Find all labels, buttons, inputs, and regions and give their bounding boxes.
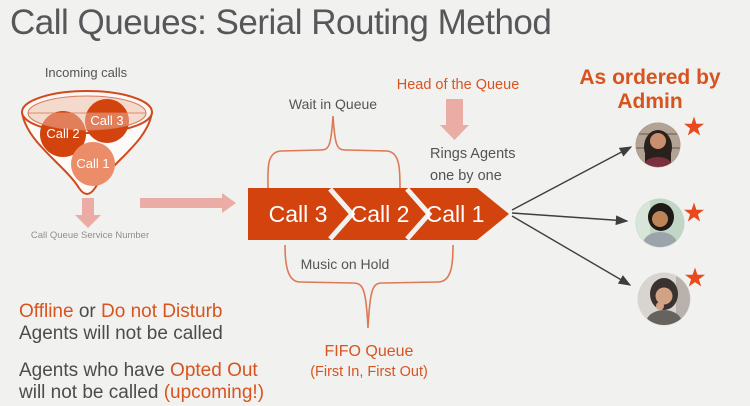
fifo-queue-subtitle: (First In, First Out) <box>310 364 428 380</box>
star-icon <box>685 267 705 287</box>
note-highlight: (upcoming!) <box>163 381 265 403</box>
call-queue-service-number-label: Call Queue Service Number <box>30 230 150 241</box>
music-on-hold-label: Music on Hold <box>300 256 390 272</box>
funnel-inner-ellipse-overlay <box>27 112 147 131</box>
note-line: Agents who have Opted Out <box>19 360 264 382</box>
call-2-ball <box>40 111 86 157</box>
call-2-ball-label: Call 2 <box>46 126 79 141</box>
funnel-down-arrow-icon <box>75 198 101 228</box>
note-text: Agents who have <box>19 360 171 381</box>
wait-in-queue-label: Wait in Queue <box>288 96 378 112</box>
page-title: Call Queues: Serial Routing Method <box>10 3 552 42</box>
queue-segment-call-1: Call 1 <box>426 201 485 227</box>
music-on-hold-brace <box>284 244 454 329</box>
chevron-separator-icon <box>328 187 356 241</box>
note-highlight: Offline <box>19 301 74 322</box>
note-line: Agents will not be called <box>19 323 264 345</box>
incoming-calls-funnel: Call 2 Call 3 Call 1 <box>21 90 153 195</box>
queue-segment-call-3: Call 3 <box>269 201 328 227</box>
rings-agents-line1: Rings Agents <box>430 146 516 162</box>
agent-1-avatar <box>635 122 681 168</box>
wait-in-queue-brace <box>267 115 401 189</box>
agent-3-avatar <box>637 272 691 326</box>
rings-agents-label: Rings Agents one by one <box>430 143 515 187</box>
note-highlight: Do not Disturb <box>101 301 223 322</box>
star-icon <box>684 202 704 222</box>
queue-bar-shape <box>248 188 509 240</box>
star-icon <box>684 116 704 136</box>
ring-arrow-agent-3 <box>511 215 632 286</box>
note-line: will not be called (upcoming!) <box>19 382 264 404</box>
ring-arrow-agent-1 <box>511 146 633 211</box>
queue-segment-call-2: Call 2 <box>351 201 410 227</box>
call-3-ball <box>85 99 129 143</box>
head-of-queue-down-arrow-icon <box>440 99 469 140</box>
note-text: or <box>73 301 102 322</box>
serial-queue-bar: Call 3 Call 2 Call 1 <box>248 187 509 241</box>
note-line: Offline or Do not Disturb <box>19 301 264 323</box>
call-1-ball-label: Call 1 <box>76 156 109 171</box>
fifo-queue-label: FIFO Queue (First In, First Out) <box>286 341 452 383</box>
note-highlight: Opted Out <box>170 360 258 381</box>
head-of-queue-label: Head of the Queue <box>396 77 520 93</box>
call-1-ball <box>71 142 115 186</box>
ring-arrow-agent-2 <box>511 212 629 226</box>
call-3-ball-label: Call 3 <box>90 113 123 128</box>
incoming-calls-label: Incoming calls <box>44 65 128 80</box>
fifo-queue-title: FIFO Queue <box>324 343 414 360</box>
queue-feed-right-arrow-icon <box>140 193 236 213</box>
chevron-separator-icon <box>405 187 433 241</box>
rings-agents-line2: one by one <box>430 168 502 184</box>
as-ordered-by-admin-heading: As ordered by Admin <box>579 66 721 113</box>
agent-2-avatar <box>635 198 685 248</box>
note-text: Agents will not be called <box>19 322 223 344</box>
note-text: will not be called <box>19 381 164 403</box>
